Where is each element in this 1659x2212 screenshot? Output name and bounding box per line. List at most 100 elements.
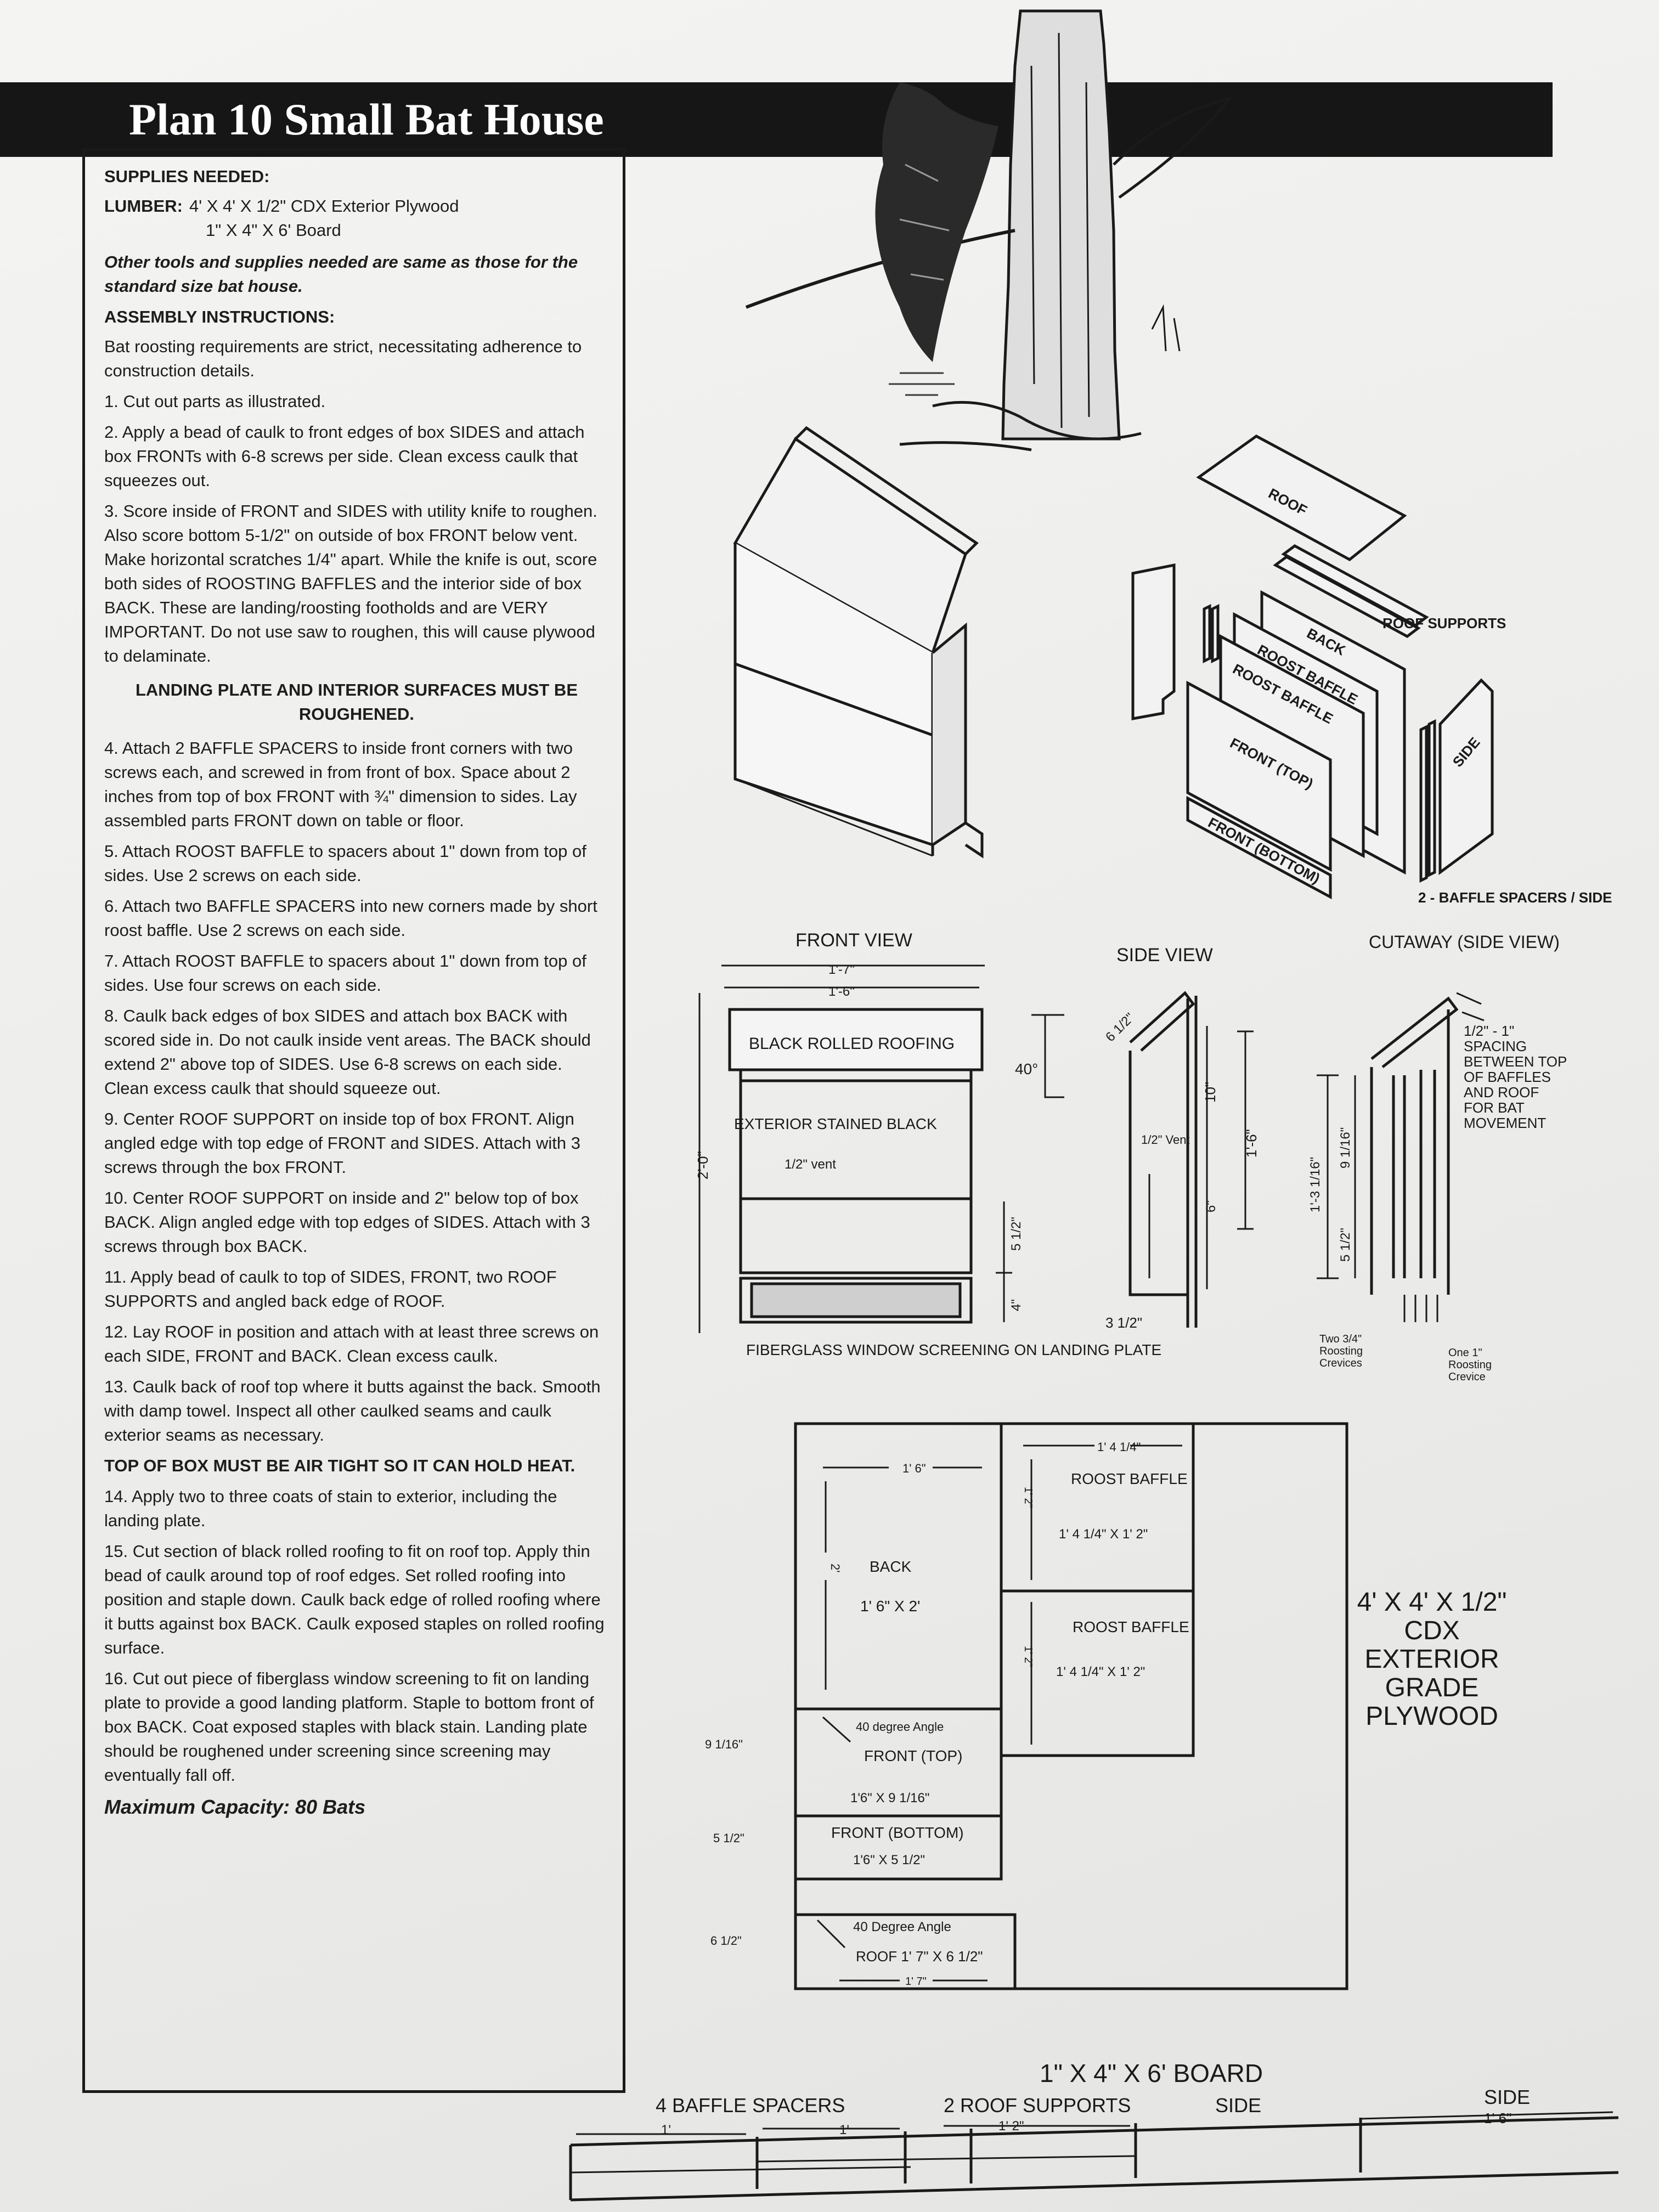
side-view-labels: SIDE VIEW 40° 6 1/2" 10" 1'-6" 1/2" Vent… [1015, 945, 1260, 1331]
step-8: 8. Caulk back edges of box SIDES and att… [104, 1006, 591, 1098]
cutaway-two-crevices: Two 3/4" Roosting Crevices [1319, 1333, 1363, 1369]
layout-roost1-size: 1' 4 1/4" X 1' 2" [1059, 1527, 1148, 1542]
board-layout-drawing [569, 2111, 1619, 2202]
layout-roof-size: ROOF 1' 7" X 6 1/2" [856, 1948, 983, 1965]
layout-front-top-label: FRONT (TOP) [864, 1747, 962, 1764]
side-view-drawing [1031, 991, 1254, 1328]
cutaway-title: CUTAWAY (SIDE VIEW) [1369, 932, 1560, 952]
step-3: 3. Score inside of FRONT and SIDES with … [104, 501, 597, 665]
layout-top-dim: 1' 6" [902, 1462, 926, 1475]
step-6: 6. Attach two BAFFLE SPACERS into new co… [104, 896, 597, 940]
lumber-board: 1" X 4" X 6' Board [206, 221, 341, 240]
step-15: 15. Cut section of black rolled roofing … [104, 1542, 605, 1657]
cutaway-dim-total: 1'-3 1/16" [1308, 1157, 1323, 1212]
side-view-angle: 40° [1015, 1060, 1038, 1077]
cutaway-labels: CUTAWAY (SIDE VIEW) 1/2" - 1" SPACING BE… [1308, 932, 1567, 1383]
side-view-dim-1ft6: 1'-6" [1243, 1129, 1260, 1158]
front-view-labels: FRONT VIEW 1'-7" 1'-6" 2'-0" BLACK ROLLE… [695, 930, 1161, 1358]
layout-back-size: 1' 6" X 2' [860, 1598, 920, 1615]
front-view-dim-5half: 5 1/2" [1009, 1217, 1024, 1251]
layout-sheet-label: 4' X 4' X 1/2" CDX EXTERIOR GRADE PLYWOO… [1357, 1588, 1507, 1731]
cutaway-drawing [1317, 992, 1485, 1322]
step-9: 9. Center ROOF SUPPORT on inside top of … [104, 1109, 580, 1177]
other-tools-note: Other tools and supplies needed are same… [104, 252, 578, 296]
board-roof-supports-label: 2 ROOF SUPPORTS [944, 2094, 1131, 2117]
water-reflection [889, 372, 955, 396]
board-spacer-dim-1: 1' [661, 2123, 671, 2137]
cutaway-two-crevices-box: Two 3/4" Roosting Crevices [1319, 1333, 1363, 1369]
step-13: 13. Caulk back of roof top where it butt… [104, 1377, 601, 1444]
cutaway-dim-5half: 5 1/2" [1338, 1228, 1353, 1262]
lumber-label: LUMBER: [104, 196, 183, 216]
step-5: 5. Attach ROOST BAFFLE to spacers about … [104, 842, 586, 885]
board-spacers-label: 4 BAFFLE SPACERS [656, 2094, 845, 2117]
side-view-dim-3half: 3 1/2" [1105, 1314, 1142, 1331]
side-view-vent: 1/2" Vent [1141, 1133, 1190, 1147]
board-support-dim: 1' 2" [998, 2119, 1024, 2134]
cutting-layout-labels: 1' 6" 2' BACK 1' 6" X 2' 1' 4 1/4" 1' 2"… [705, 1440, 1507, 1988]
side-view-dim-6: 6" [1204, 1200, 1218, 1212]
front-view-dim-outer: 1'-7" [828, 962, 855, 977]
exploded-roof-supports-label: ROOF SUPPORTS [1383, 615, 1506, 631]
step-11: 11. Apply bead of caulk to top of SIDES,… [104, 1267, 557, 1311]
layout-baffle-width: 1' 4 1/4" [1097, 1440, 1141, 1454]
layout-back-height: 2' [828, 1564, 842, 1572]
side-view-dim-10: 10" [1202, 1082, 1218, 1103]
layout-angle-1: 40 degree Angle [856, 1720, 944, 1734]
board-side-label-1: SIDE [1215, 2094, 1261, 2117]
cutaway-one-crevice-box: One 1" Roosting Crevice [1448, 1347, 1492, 1383]
title-bar [0, 82, 1553, 157]
layout-roost1-label: ROOST BAFFLE [1071, 1470, 1188, 1487]
instructions-frame [82, 148, 625, 2093]
step-4: 4. Attach 2 BAFFLE SPACERS to inside fro… [104, 738, 577, 830]
cutaway-one-crevice: One 1" Roosting Crevice [1448, 1347, 1492, 1383]
lumber-plywood: 4' X 4' X 1/2" CDX Exterior Plywood [189, 196, 459, 216]
instructions-column: SUPPLIES NEEDED: LUMBER: 4' X 4' X 1/2" … [104, 165, 609, 1826]
side-view-title: SIDE VIEW [1116, 945, 1213, 966]
layout-roost2-label: ROOST BAFFLE [1073, 1618, 1189, 1635]
max-capacity: Maximum Capacity: 80 Bats [104, 1796, 366, 1818]
front-view-dim-inner: 1'-6" [828, 984, 855, 999]
bat-silhouette-icon [875, 82, 998, 362]
layout-roost2-size: 1' 4 1/4" X 1' 2" [1056, 1664, 1145, 1679]
supplies-heading: SUPPLIES NEEDED: [104, 167, 270, 186]
step-10: 10. Center ROOF SUPPORT on inside and 2"… [104, 1188, 590, 1256]
layout-sheet-label-box: 4' X 4' X 1/2" CDX EXTERIOR GRADE PLYWOO… [1357, 1588, 1507, 1731]
cutaway-spacing-note-box: 1/2" - 1" SPACING BETWEEN TOP OF BAFFLES… [1464, 1023, 1567, 1131]
iso-assembled-house [733, 426, 984, 859]
board-title: 1" X 4" X 6' BOARD [1040, 2059, 1263, 2087]
cutaway-dim-9: 9 1/16" [1338, 1127, 1353, 1169]
layout-front-bottom-label: FRONT (BOTTOM) [831, 1824, 964, 1841]
cutaway-spacing-note: 1/2" - 1" SPACING BETWEEN TOP OF BAFFLES… [1464, 1023, 1567, 1131]
front-view-screening-label: FIBERGLASS WINDOW SCREENING ON LANDING P… [746, 1341, 1161, 1358]
layout-front-bottom-size: 1'6" X 5 1/2" [853, 1853, 925, 1867]
board-side-dim: 1' 6" [1484, 2110, 1511, 2126]
front-view-roofing-label: BLACK ROLLED ROOFING [749, 1035, 955, 1053]
step-2: 2. Apply a bead of caulk to front edges … [104, 422, 585, 490]
exploded-spacers-label: 2 - BAFFLE SPACERS / SIDE [1418, 889, 1612, 906]
front-view-stain-label: EXTERIOR STAINED BLACK [734, 1115, 937, 1132]
step-14: 14. Apply two to three coats of stain to… [104, 1487, 557, 1530]
layout-angle-2: 40 Degree Angle [853, 1920, 951, 1934]
layout-roof-width: 1' 7" [905, 1976, 927, 1988]
tree-illustration [745, 9, 1233, 452]
front-view-drawing [698, 964, 1012, 1333]
layout-dim-5: 5 1/2" [713, 1831, 744, 1845]
board-side-label-2: SIDE [1484, 2086, 1530, 2108]
step-7: 7. Attach ROOST BAFFLE to spacers about … [104, 951, 586, 995]
front-view-height: 2'-0" [695, 1151, 711, 1180]
landing-warning: LANDING PLATE AND INTERIOR SURFACES MUST… [135, 680, 578, 724]
layout-front-top-size: 1'6" X 9 1/16" [850, 1791, 929, 1805]
cutting-layout-drawing [794, 1422, 1348, 1990]
front-view-dim-4: 4" [1009, 1299, 1024, 1311]
layout-baffle-height-1: 1' 2" [1022, 1487, 1034, 1508]
layout-dim-9: 9 1/16" [705, 1737, 743, 1751]
assembly-heading: ASSEMBLY INSTRUCTIONS: [104, 307, 335, 326]
front-view-title: FRONT VIEW [795, 930, 912, 951]
airtight-warning: TOP OF BOX MUST BE AIR TIGHT SO IT CAN H… [104, 1456, 575, 1475]
board-spacer-dim-2: 1' [839, 2123, 849, 2137]
intro-text: Bat roosting requirements are strict, ne… [104, 337, 582, 380]
exploded-view [1131, 435, 1494, 900]
